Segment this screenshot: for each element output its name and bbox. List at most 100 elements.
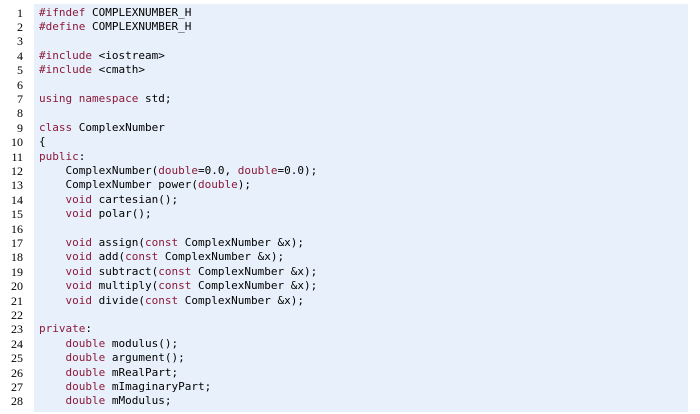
code-token: =0.0); [277,163,318,177]
code-token: argument(); [105,351,185,365]
line-number: 2 [17,19,23,34]
code-token: <cmath> [91,63,145,77]
line-number: 10 [11,135,23,150]
line-number: 18 [11,250,23,265]
code-token: { [39,135,46,149]
line-number: 20 [11,279,23,294]
line-number: 4 [17,48,23,63]
code-token [39,380,66,393]
keyword-token: void [65,207,93,221]
keyword-token: double [237,163,278,177]
line-number: 9 [17,120,23,135]
keyword-token: void [65,293,93,307]
code-token [39,265,66,278]
keyword-token: double [65,351,106,365]
code-token: ComplexNumber &x); [191,264,318,278]
code-text: { [39,135,46,149]
line-number: 8 [17,106,23,121]
code-text: double mModulus; [39,394,172,408]
code-text: ComplexNumber power(double); [39,178,251,192]
line-number: 15 [11,207,23,222]
line-number: 24 [11,336,23,351]
code-text: void assign(const ComplexNumber &x); [39,236,304,250]
code-token: std; [138,91,172,105]
code-token: assign( [92,235,145,249]
line-number: 14 [11,192,23,207]
keyword-token: double [65,379,106,393]
code-text: ComplexNumber(double=0.0, double=0.0); [39,164,317,178]
code-token: <iostream> [91,48,165,62]
code-text: void subtract(const ComplexNumber &x); [39,264,318,279]
keyword-token: void [65,235,93,249]
code-text: double mImaginaryPart; [39,379,212,394]
code-text: class ComplexNumber [39,121,165,135]
keyword-token: class [39,120,73,134]
code-text: public: [39,150,85,164]
line-number: 1 [17,5,23,20]
code-token [39,294,66,307]
code-token: modulus(); [105,336,179,350]
line-number: 3 [17,34,23,49]
code-token: ComplexNumber( [39,163,159,177]
code-text: double mRealPart; [39,366,179,380]
keyword-token: using [39,91,73,105]
code-text: void multiply(const ComplexNumber &x); [39,279,318,293]
code-text: void cartesian(); [39,192,179,207]
code-token [39,236,66,249]
line-number: 6 [17,77,23,92]
keyword-token: #include [39,63,92,77]
code-token [39,366,66,379]
code-text: double argument(); [39,351,185,365]
keyword-token: const [158,264,192,278]
code-token: ComplexNumber [72,120,165,134]
code-token: ComplexNumber &x); [158,250,285,264]
line-number: 13 [11,178,23,193]
code-token: ComplexNumber power( [39,178,198,192]
code-background [34,4,688,412]
keyword-token: double [158,163,198,177]
code-text: #include <iostream> [39,49,165,63]
line-number: 23 [11,322,23,337]
line-number: 27 [11,379,23,394]
code-token: divide( [92,293,145,307]
code-text: using namespace std; [39,92,171,106]
keyword-token: void [65,192,93,206]
line-number: 26 [11,365,23,380]
keyword-token: const [158,279,192,293]
line-number: 28 [11,394,23,409]
code-token [39,193,66,206]
code-token: ComplexNumber &x); [178,293,304,307]
code-text: private: [39,322,92,336]
code-token: COMPLEXNUMBER_H [85,5,192,19]
code-token: COMPLEXNUMBER_H [85,19,192,33]
code-token: cartesian(); [92,192,179,206]
code-token: ComplexNumber &x); [191,279,318,293]
code-text: void add(const ComplexNumber &x); [39,250,285,264]
keyword-token: #ifndef [39,5,86,19]
code-token [39,351,66,364]
keyword-token: const [144,235,179,249]
keyword-token: const [125,250,159,264]
keyword-token: double [197,178,238,192]
line-number: 16 [11,221,23,236]
line-number: 25 [11,351,23,366]
keyword-token: void [65,250,93,264]
code-token: : [85,322,92,336]
keyword-token: double [65,336,106,350]
keyword-token: private [39,322,86,336]
code-token: ); [237,178,251,192]
code-token: =0.0, [197,163,238,177]
line-number: 5 [17,63,23,78]
keyword-token: const [144,293,179,307]
code-token: subtract( [92,264,159,278]
code-token: mImaginaryPart; [105,379,212,393]
code-token [39,394,66,407]
keyword-token: void [65,279,93,293]
line-number: 21 [11,293,23,308]
code-token: ComplexNumber &x); [178,235,304,249]
code-token [72,92,79,105]
keyword-token: double [65,394,106,408]
code-token [39,250,66,263]
keyword-token: void [65,264,93,278]
